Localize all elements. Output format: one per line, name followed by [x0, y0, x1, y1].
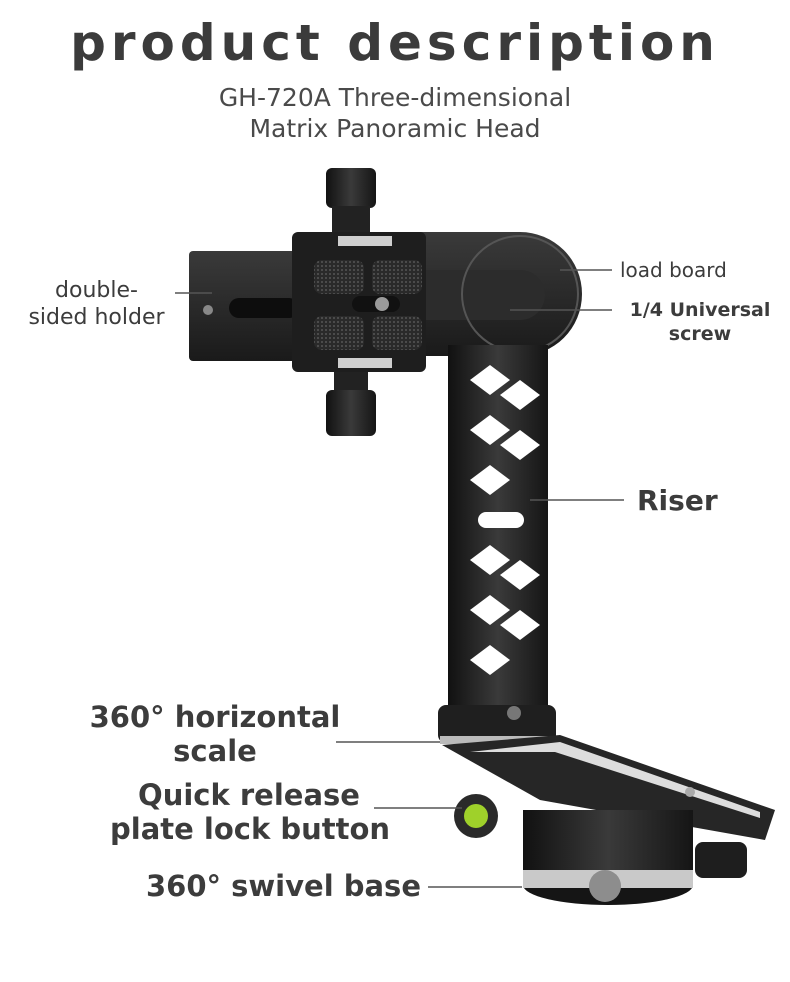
- horizontal-scale-label: 360° horizontal scale: [88, 700, 342, 768]
- double-sided-holder-line-2: sided holder: [28, 305, 165, 330]
- subtitle-line-1: GH-720A Three-dimensional: [218, 83, 572, 112]
- universal-screw-label: 1/4 Universal screw: [614, 298, 786, 346]
- horizontal-scale-line-2: scale: [173, 734, 257, 768]
- quick-release-line-2: plate lock button: [110, 812, 391, 846]
- horizontal-scale-line-1: 360° horizontal: [89, 700, 341, 734]
- double-sided-holder-line-1: double-: [55, 278, 138, 303]
- clamp-block: [292, 232, 426, 372]
- universal-screw-line-2: screw: [668, 323, 732, 345]
- swivel-base: [454, 794, 747, 905]
- page-title: product description: [70, 14, 720, 72]
- bottom-clamp-knob: [326, 372, 376, 436]
- subtitle-line-2: Matrix Panoramic Head: [249, 114, 541, 143]
- horizontal-scale-ring: [438, 705, 556, 744]
- load-board-label: load board: [620, 258, 727, 282]
- quick-release-label: Quick release plate lock button: [110, 778, 391, 846]
- product-subtitle: GH-720A Three-dimensional Matrix Panoram…: [0, 82, 790, 144]
- double-sided-holder-label: double- sided holder: [20, 277, 173, 331]
- callout-leaders: [175, 269, 624, 888]
- quick-release-line-1: Quick release: [138, 778, 360, 812]
- universal-screw-line-1: 1/4 Universal: [629, 299, 771, 321]
- riser-column: [448, 345, 548, 715]
- double-sided-holder: [189, 251, 307, 361]
- top-clamp-knob: [326, 168, 376, 232]
- swivel-base-label: 360° swivel base: [146, 869, 421, 903]
- riser-label: Riser: [637, 484, 718, 517]
